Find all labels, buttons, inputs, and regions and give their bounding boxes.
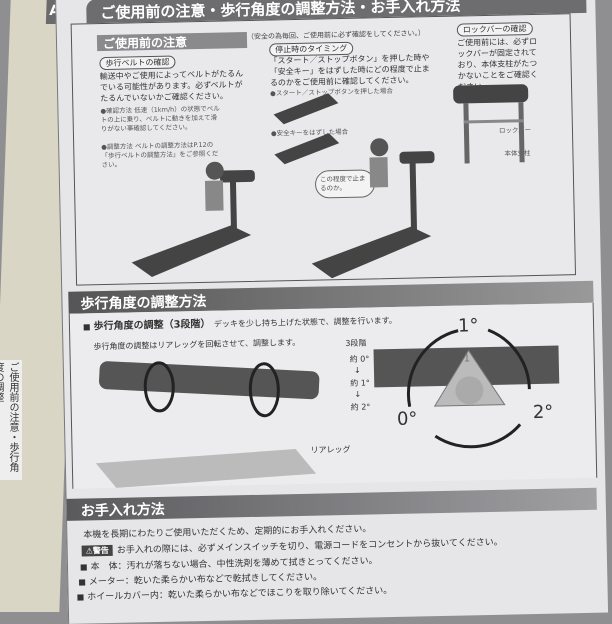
dial-2-degree: 2° <box>532 401 554 424</box>
console-stop-button <box>273 93 339 125</box>
rotate-arrow-icon <box>248 362 280 418</box>
console-safety-key <box>274 133 340 165</box>
rotate-arrow-icon <box>434 423 522 449</box>
walker-figure <box>370 138 389 157</box>
treadmill-illustrations <box>131 84 529 279</box>
warning-badge: ⚠警告 <box>81 544 113 557</box>
rotate-arrow-icon <box>487 328 531 390</box>
care-item: ■本 体：汚れが落ちない場合、中性洗剤を薄めて拭きとってください。 <box>79 556 378 573</box>
angle-illustrations <box>95 328 560 488</box>
treadmill-left <box>131 161 255 278</box>
side-label: ご使用前の注意・歩行角度の調整 <box>0 360 22 480</box>
dial-illustration <box>373 328 560 449</box>
walker-figure <box>205 161 224 180</box>
treadmill-right <box>311 138 435 279</box>
dial-1-degree: 1° <box>457 315 479 337</box>
dial-0-degree: 0° <box>396 408 418 430</box>
rotate-arrow-icon <box>143 361 175 413</box>
lockbar-illustration <box>453 84 529 164</box>
dial-center: 1 <box>463 353 471 365</box>
rotate-arrow-icon <box>406 329 459 407</box>
manual-page: ご使用前の注意・歩行角度の調整方法・お手入れ方法 ご使用前の注意 （安全の為毎回… <box>55 0 609 624</box>
rear-leg-illustration <box>95 361 320 488</box>
care-section-title: お手入れ方法 <box>66 487 597 521</box>
